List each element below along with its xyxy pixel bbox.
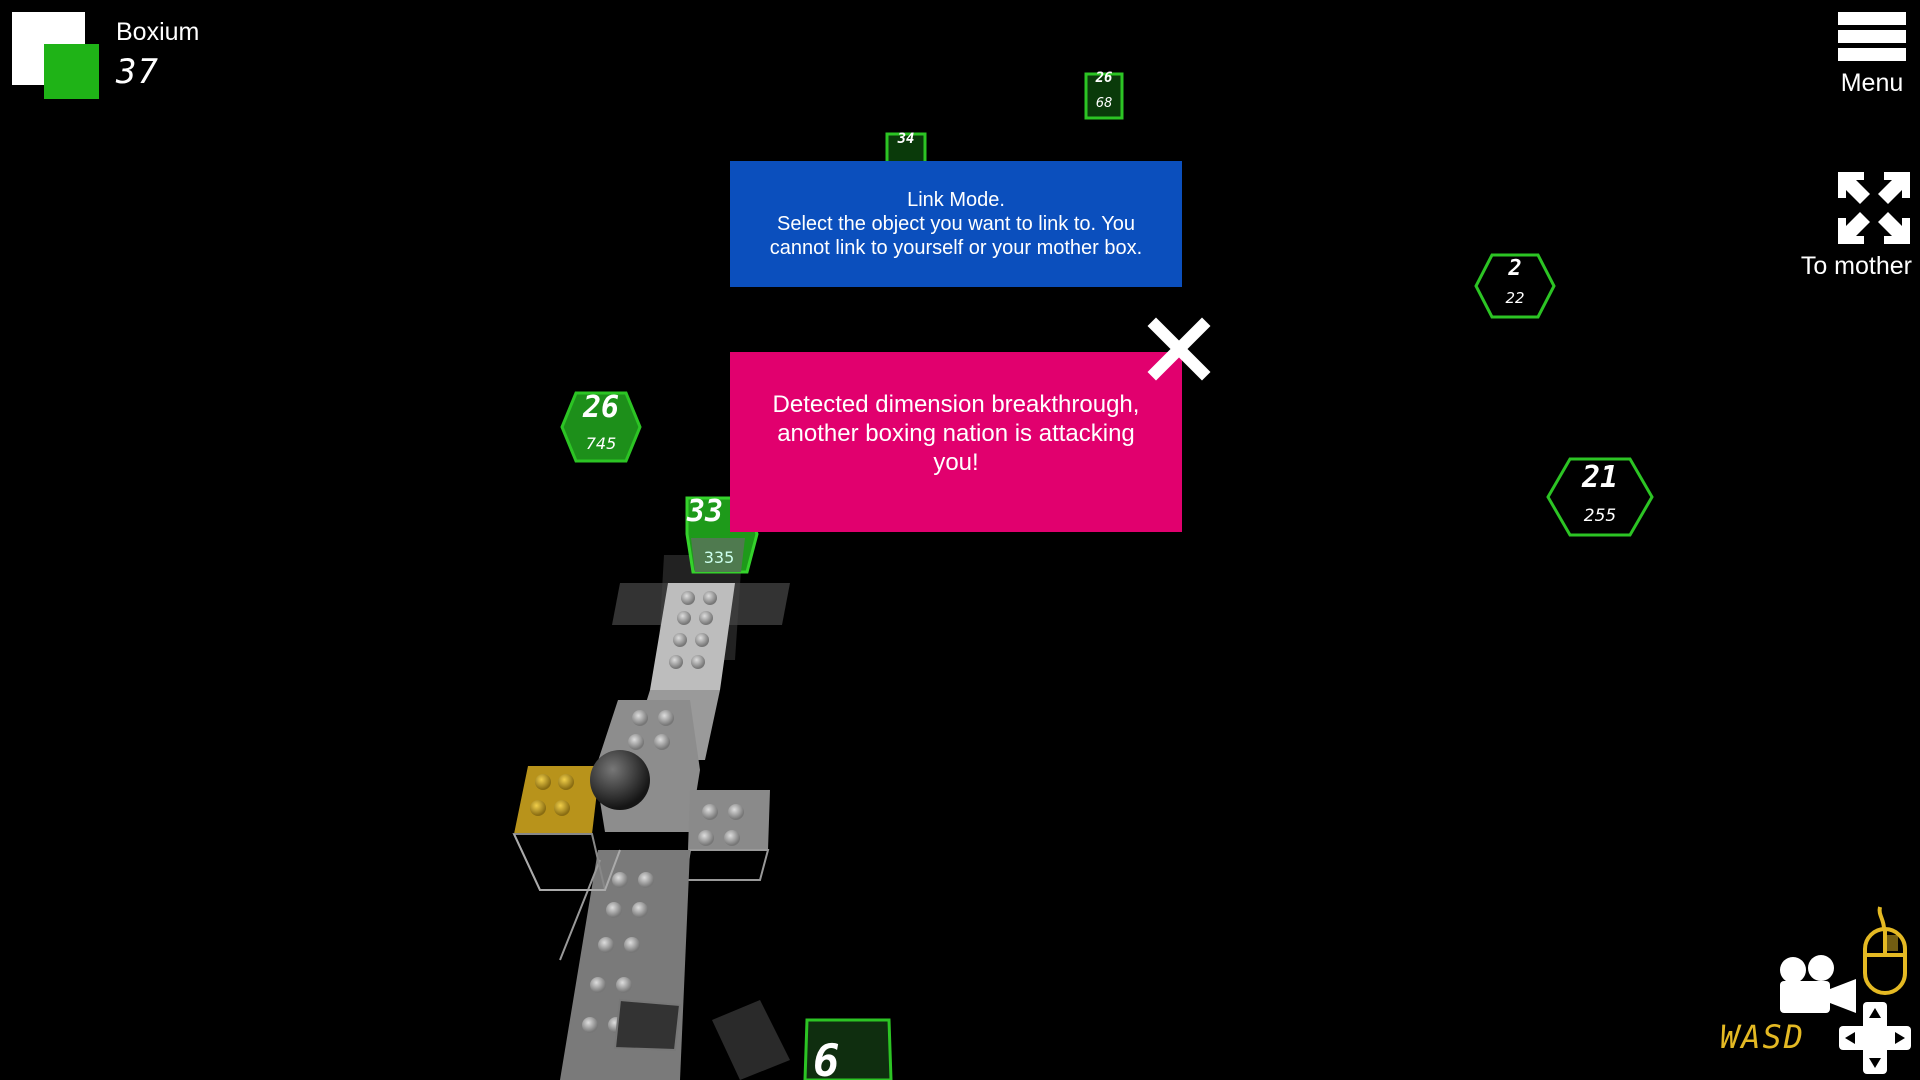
hex-node-21[interactable]: 21 255 — [1546, 456, 1654, 538]
boxium-logo — [0, 0, 100, 100]
node-level: 6 — [813, 1036, 840, 1080]
menu-label: Menu — [1840, 69, 1904, 97]
attack-alert-message: Detected dimension breakthrough, another… — [772, 391, 1140, 476]
node-level: 34 — [897, 131, 915, 147]
box-node-6[interactable]: 6 — [803, 1016, 893, 1080]
box-node-shape — [1084, 72, 1124, 120]
camera-icon — [1780, 955, 1856, 1013]
yellow-brick — [514, 766, 600, 834]
node-count: 255 — [1583, 506, 1617, 526]
to-mother-label: To mother — [1800, 252, 1912, 280]
wasd-label: WASD — [1720, 1018, 1806, 1056]
link-mode-body: Select the object you want to link to. Y… — [769, 213, 1143, 259]
to-mother-button[interactable]: To mother — [1782, 170, 1912, 281]
hex-node-shape — [1546, 457, 1654, 537]
resource-count: 37 — [116, 52, 159, 92]
resource-name: Boxium — [116, 18, 200, 46]
node-level: 33 — [687, 494, 724, 529]
hex-node-shape — [1474, 253, 1556, 319]
mouse-icon — [1863, 906, 1907, 995]
collapse-arrows-icon — [1838, 172, 1910, 244]
hex-node-26[interactable]: 26 745 — [560, 390, 642, 464]
link-mode-dialog: Link Mode. Select the object you want to… — [730, 161, 1182, 287]
player-ball — [590, 750, 650, 810]
box-node-33[interactable]: 33 335 — [683, 494, 761, 576]
menu-button[interactable]: Menu — [1832, 8, 1912, 98]
node-level: 26 — [1095, 70, 1113, 86]
box-node-shape — [803, 1018, 893, 1080]
logo-green-square — [44, 44, 99, 99]
attack-alert-dialog: Detected dimension breakthrough, another… — [730, 352, 1182, 532]
box-node-34[interactable]: 34 — [884, 131, 928, 165]
link-mode-title: Link Mode. — [907, 189, 1005, 211]
node-count: 335 — [703, 548, 735, 567]
box-node-26[interactable]: 26 68 — [1082, 70, 1126, 122]
hex-node-shape — [560, 391, 642, 463]
dpad-icon — [1839, 1002, 1911, 1074]
node-level: 2 — [1508, 256, 1522, 281]
node-level: 21 — [1581, 460, 1619, 495]
node-level: 26 — [582, 390, 620, 425]
close-icon[interactable] — [1146, 316, 1212, 382]
node-count: 68 — [1095, 96, 1113, 111]
node-count: 22 — [1505, 289, 1525, 307]
hex-node-2[interactable]: 2 22 — [1474, 252, 1556, 320]
hamburger-icon — [1832, 8, 1912, 61]
node-count: 745 — [585, 434, 617, 453]
